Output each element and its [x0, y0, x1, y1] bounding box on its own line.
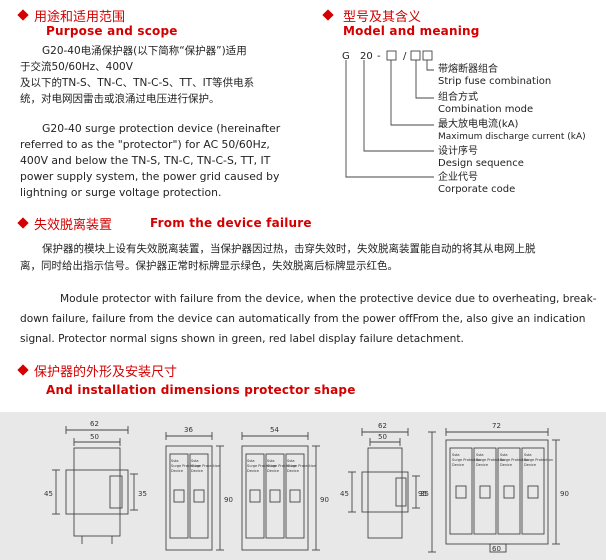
- dimensions-bullet-icon: [17, 364, 29, 376]
- module-label: Device: [524, 463, 536, 467]
- model-heading-cn: 型号及其含义: [343, 10, 422, 25]
- dim-d2-h: 90: [224, 496, 233, 504]
- model-code-diagram: G 20 - /: [342, 50, 434, 178]
- module-label: Ssta: [500, 453, 508, 457]
- module-label: Device: [287, 469, 299, 473]
- dimensions-heading-en: And installation dimensions protector sh…: [46, 383, 356, 397]
- code-g: G: [342, 51, 350, 62]
- dim-d2-w: 36: [184, 426, 193, 434]
- model-label-5: 企业代号 Corporate code: [438, 172, 516, 195]
- module-label: Ssta: [524, 453, 532, 457]
- purpose-text-cn: G20-40电涌保护器(以下简称“保护器”)适用 于交流50/60Hz、400V…: [20, 43, 254, 107]
- dim-d4-w-outer: 62: [378, 422, 387, 430]
- module-label: Ssta: [287, 459, 295, 463]
- module-label: Device: [267, 469, 279, 473]
- purpose-line: 400V and below the TN-S, TN-C, TN-C-S, T…: [20, 154, 271, 167]
- failure-text-cn: 保护器的模块上设有失效脱离装置，当保护器因过热，击穿失效时，失效脱离装置能自动的…: [20, 243, 536, 272]
- module-label: Surge Protection: [191, 464, 220, 468]
- failure-bullet-icon: [17, 217, 29, 229]
- module-label: Surge Protection: [452, 458, 481, 462]
- purpose-heading-cn: 用途和适用范围: [34, 10, 126, 25]
- module-label: Ssta: [452, 453, 460, 457]
- model-label-4: 设计序号 Design sequence: [438, 146, 524, 169]
- model-label-1: 带熔断器组合 Strip fuse combination: [438, 64, 552, 87]
- model-heading-en: Model and meaning: [343, 24, 480, 38]
- module-label: Ssta: [267, 459, 275, 463]
- code-slash: /: [403, 51, 407, 62]
- code-box: [422, 50, 433, 61]
- front-view-3p: [241, 432, 320, 551]
- module-label: Ssta: [171, 459, 179, 463]
- purpose-line: G20-40 surge protection device (hereinaf…: [42, 122, 281, 135]
- module-label: Surge Protection: [267, 464, 296, 468]
- model-bullet-icon: [322, 9, 334, 21]
- module-label: Surge Protection: [476, 458, 505, 462]
- module-label: Surge Protection: [500, 458, 529, 462]
- dim-d3-w: 54: [270, 426, 279, 434]
- module-label: Ssta: [247, 459, 255, 463]
- module-label: Device: [171, 469, 183, 473]
- dim-d1-w-inner: 50: [90, 433, 99, 441]
- code-20: 20: [360, 51, 373, 62]
- purpose-line: power supply system, the power grid caus…: [20, 170, 280, 183]
- module-label: Surge Protection: [247, 464, 276, 468]
- side-view-1: [52, 426, 138, 544]
- module-label: Device: [476, 463, 488, 467]
- purpose-line: 及以下的TN-S、TN-C、TN-C-S、TT、IT等供电系: [20, 77, 255, 89]
- leader-line: [390, 60, 434, 126]
- model-label-2: 组合方式 Combination mode: [438, 92, 534, 115]
- code-box: [410, 50, 421, 61]
- failure-heading-cn: 失效脱离装置: [34, 218, 113, 233]
- module-label: Device: [500, 463, 512, 467]
- module-label: Surge Protection: [287, 464, 316, 468]
- purpose-heading-en: Purpose and scope: [46, 24, 178, 38]
- leader-line: [345, 60, 434, 178]
- failure-text-en: Module protector with failure from the d…: [20, 293, 597, 345]
- leader-line: [415, 60, 434, 99]
- module-label: Ssta: [476, 453, 484, 457]
- dim-d1-h-left: 45: [44, 490, 53, 498]
- module-label: Device: [247, 469, 259, 473]
- module-label: Surge Protection: [524, 458, 553, 462]
- leader-line: [426, 60, 434, 71]
- dim-d5-w: 72: [492, 422, 501, 430]
- code-dash: -: [377, 51, 381, 62]
- dim-d5-bottom: 60: [492, 545, 501, 553]
- dimensions-heading-cn: 保护器的外形及安装尺寸: [34, 365, 178, 380]
- dim-d1-h-right: 35: [138, 490, 147, 498]
- dim-d4-h-left: 45: [340, 490, 349, 498]
- dim-d4-h-right: 35: [420, 490, 429, 498]
- purpose-line: referred to as the "protector") for AC 5…: [20, 138, 270, 151]
- model-label-3: 最大放电电流(kA) Maximum discharge current (kA…: [438, 119, 586, 142]
- failure-heading-en: From the device failure: [150, 216, 312, 230]
- front-view-2p: [165, 432, 224, 551]
- code-box: [386, 50, 397, 61]
- module-label: Ssta: [191, 459, 199, 463]
- module-label: Device: [452, 463, 464, 467]
- dim-d1-w-outer: 62: [90, 420, 99, 428]
- purpose-bullet-icon: [17, 9, 29, 21]
- side-view-2: [348, 428, 420, 539]
- dim-d5-h-right: 90: [560, 490, 569, 498]
- purpose-line: 统，对电网因雷击或浪涌过电压进行保护。: [20, 93, 220, 105]
- dim-d5-h-left: 95: [418, 490, 427, 498]
- dim-d4-w-inner: 50: [378, 433, 387, 441]
- module-label: Surge Protection: [171, 464, 200, 468]
- purpose-line: G20-40电涌保护器(以下简称“保护器”)适用: [42, 45, 247, 57]
- module-label: Device: [191, 469, 203, 473]
- front-view-4p: [428, 428, 560, 553]
- purpose-text-en: G20-40 surge protection device (hereinaf…: [20, 121, 280, 201]
- leader-line: [363, 60, 434, 152]
- dimension-drawings: 62 50 45 35 36 90 54 90 62 50 45 35 72 9…: [44, 420, 569, 553]
- purpose-line: 于交流50/60Hz、400V: [20, 61, 133, 73]
- purpose-line: lightning or surge voltage protection.: [20, 186, 222, 199]
- dim-d3-h: 90: [320, 496, 329, 504]
